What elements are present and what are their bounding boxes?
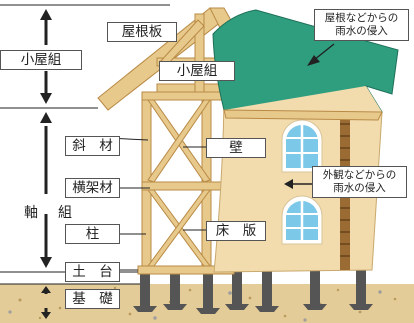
dimension-arrowheads (40, 9, 52, 319)
callout-roof-line-2: 雨水の侵入 (335, 25, 388, 37)
label-koyagumi: 小屋組 (0, 50, 82, 70)
label-yanebita: 屋根板 (107, 22, 177, 42)
callout-wall-line-1: 外観などからの (322, 169, 397, 181)
callout-roof-line-1: 屋根などからの (324, 12, 399, 24)
foundation-blocks (133, 268, 373, 314)
label-koyagumi-inner: 小屋組 (159, 61, 235, 81)
label-jiku: 軸 (24, 205, 38, 221)
window-lower (281, 195, 323, 245)
window-upper (281, 119, 323, 173)
label-kabe: 壁 (206, 138, 266, 158)
callout-wall-line-2: 雨水の侵入 (333, 182, 386, 194)
callout-roof: 屋根などからの 雨水の侵入 (314, 9, 409, 41)
label-dodai: 土 台 (65, 262, 120, 282)
label-gumi: 組 (58, 205, 72, 221)
label-oukazai: 横架材 (65, 178, 120, 198)
label-kiso: 基 礎 (65, 289, 120, 309)
label-yukaita: 床 版 (206, 221, 266, 241)
callout-wall: 外観などからの 雨水の侵入 (312, 166, 407, 198)
label-hashira: 柱 (65, 224, 120, 244)
callout-arrows (284, 43, 335, 189)
roof (212, 9, 399, 121)
label-shazai: 斜 材 (65, 136, 120, 156)
